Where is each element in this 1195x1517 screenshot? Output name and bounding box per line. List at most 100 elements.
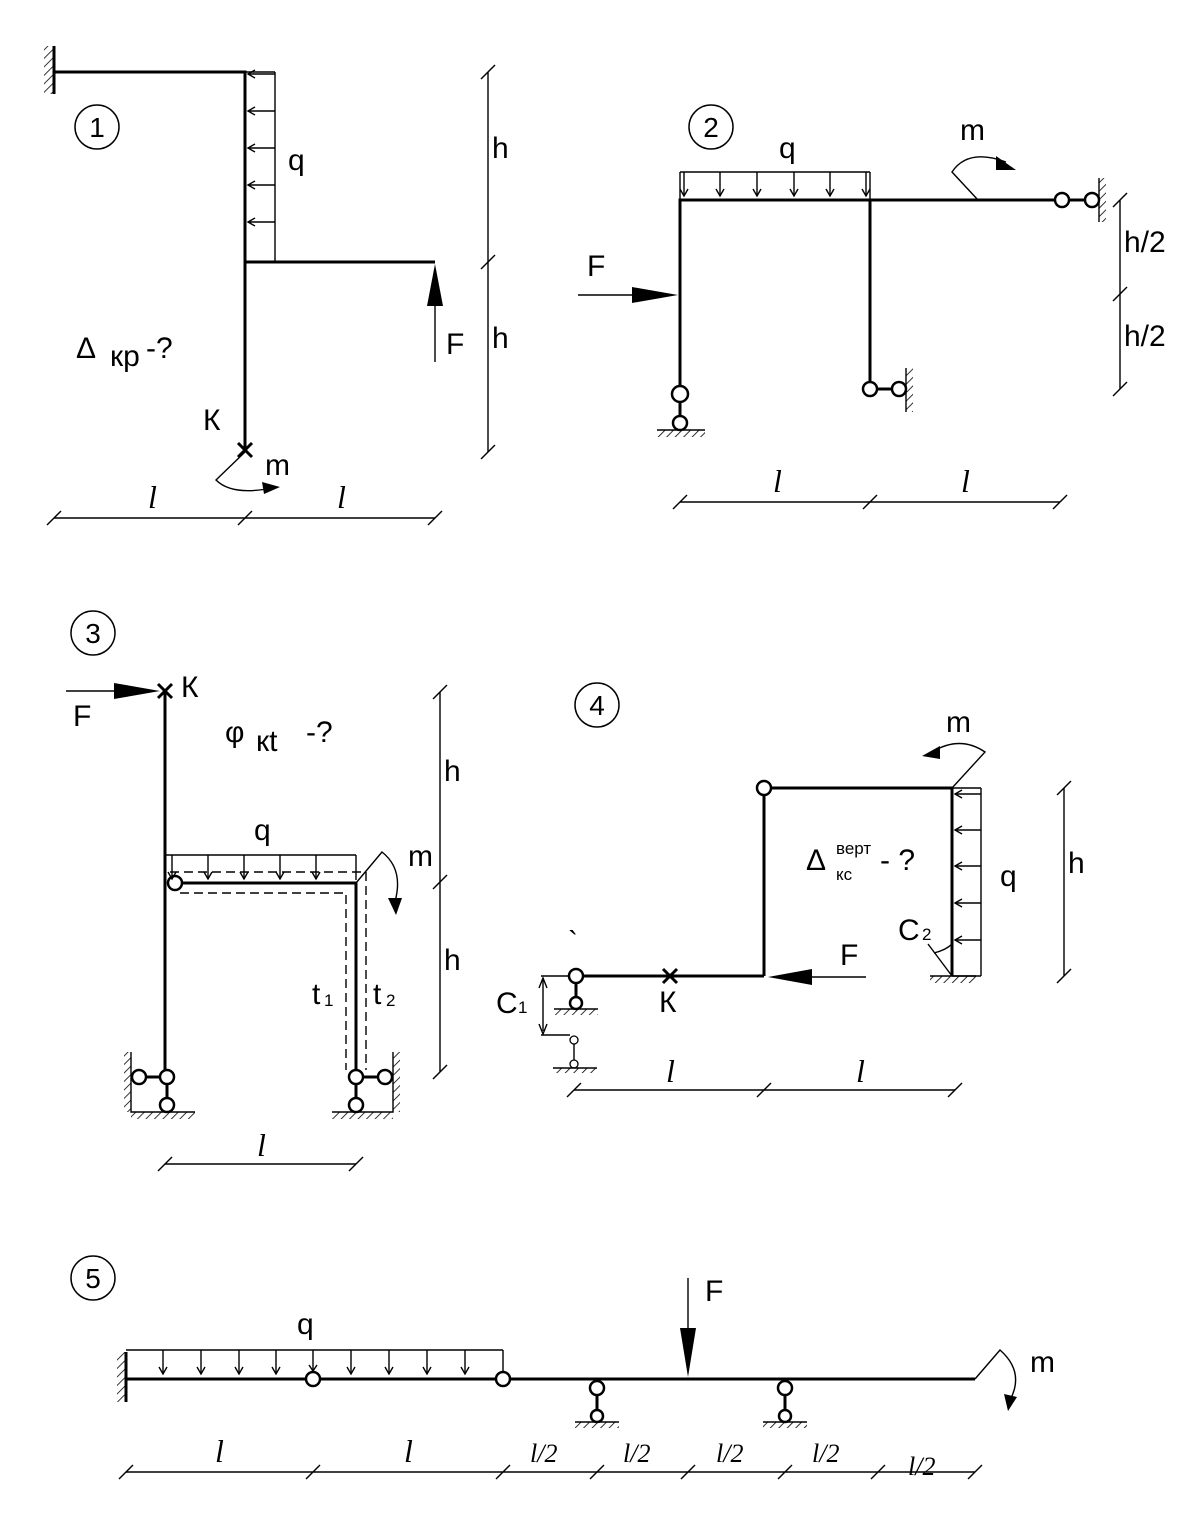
problem-2-number-badge: 2 [688, 104, 734, 150]
problem-4: 4 q m [496, 682, 1085, 1098]
problem-1-number: 1 [89, 112, 105, 143]
problem-5: 5 q [70, 1255, 1055, 1481]
displaced-support-ghost [553, 1035, 597, 1073]
pin-support-left [657, 384, 705, 437]
hinge-joint [755, 779, 773, 797]
span-5-label: l/2 [716, 1439, 743, 1468]
force-F-arrow [680, 1278, 696, 1377]
problem-3-number-badge: 3 [70, 610, 116, 656]
moment-m-arrow [951, 156, 1016, 201]
query-subscript: кt [256, 725, 278, 758]
force-F-arrow [427, 264, 443, 362]
frame-member [182, 881, 358, 1070]
pin-support-left [554, 967, 598, 1015]
support-left [124, 1052, 195, 1119]
temp-t2-subscript: 2 [386, 991, 395, 1010]
query-subscript: кр [110, 340, 140, 373]
moment-m-arrow [215, 451, 280, 494]
dim-h2-label: h [444, 944, 461, 977]
point-K-cross [236, 441, 254, 459]
point-K-label: К [659, 986, 677, 1019]
span-2-label: l [404, 1433, 413, 1469]
problem-3-number: 3 [85, 618, 101, 649]
dimension-l-horizontal [157, 1156, 364, 1172]
problem-2: 2 q F [578, 104, 1166, 510]
dim-h2-label: h [492, 322, 509, 355]
fixed-support-hatch [117, 1352, 126, 1402]
dimension-h-vertical [432, 684, 448, 1080]
dimension-spans [118, 1464, 983, 1480]
dim-h1-label: h [492, 132, 509, 165]
dim-l1-label: l [666, 1053, 675, 1089]
span-7-label: l/2 [908, 1452, 935, 1481]
temp-t1-label: t [312, 978, 321, 1011]
pin-support-1 [575, 1379, 619, 1428]
moment-m-label: m [946, 706, 971, 739]
force-F-arrow [768, 969, 866, 985]
frame-member [771, 786, 954, 976]
point-K-label: К [203, 404, 221, 437]
moment-m-arrow [974, 1349, 1017, 1411]
problem-4-number: 4 [589, 690, 605, 721]
problem-4-number-badge: 4 [574, 682, 620, 728]
fixed-support-right [927, 943, 976, 983]
moment-m-arrow [922, 742, 987, 789]
query-phi: φ [225, 716, 244, 749]
force-F-label: F [587, 250, 605, 283]
query-tail: -? [146, 332, 173, 365]
load-q-label: q [254, 814, 271, 847]
moment-m-label: m [960, 114, 985, 147]
force-F-label: F [446, 328, 464, 361]
problem-1-number-badge: 1 [74, 104, 120, 150]
roller-support-middle [861, 368, 913, 412]
query-delta: Δ [76, 332, 96, 365]
load-q-label: q [297, 1308, 314, 1341]
problem-1: 1 q F [44, 46, 509, 526]
span-4-label: l/2 [623, 1439, 650, 1468]
hinge-joint [166, 874, 184, 892]
dim-l2-label: l [961, 463, 970, 499]
roller-support-right [1053, 178, 1106, 222]
query-superscript: верт [836, 839, 871, 858]
settlement-c1-subscript: 1 [518, 998, 527, 1017]
query-subscript: кс [836, 865, 853, 884]
temperature-fibres [170, 871, 367, 1070]
stray-tick-mark: ` [568, 926, 578, 959]
dim-h2-label: h/2 [1124, 320, 1166, 353]
dimension-l-horizontal [46, 510, 443, 526]
span-1-label: l [215, 1433, 224, 1469]
problem-5-number-badge: 5 [70, 1255, 116, 1301]
span-6-label: l/2 [812, 1439, 839, 1468]
dim-h1-label: h/2 [1124, 226, 1166, 259]
dimension-l-horizontal [672, 494, 1068, 510]
pin-support-2 [763, 1379, 807, 1428]
force-F-label: F [73, 700, 91, 733]
distributed-load-q [245, 69, 276, 263]
settlement-c1-dimension [538, 975, 570, 1036]
dimension-l-horizontal [566, 1082, 963, 1098]
load-q-label: q [779, 132, 796, 165]
load-q-label: q [1000, 860, 1017, 893]
dim-l2-label: l [337, 479, 346, 515]
query-tail: -? [306, 716, 333, 749]
dimension-h-vertical [1056, 780, 1072, 984]
rotation-c2-label: C [898, 914, 920, 947]
temp-t1-subscript: 1 [324, 991, 333, 1010]
force-F-label: F [705, 1275, 723, 1308]
force-F-label: F [840, 939, 858, 972]
moment-m-label: m [408, 840, 433, 873]
load-q-label: q [288, 144, 305, 177]
point-K-cross [661, 967, 679, 985]
problem-3: 3 q F [66, 610, 461, 1172]
point-K-cross [156, 682, 174, 700]
distributed-load-q [164, 854, 357, 881]
query-delta: Δ [806, 844, 826, 877]
problem-2-number: 2 [703, 112, 719, 143]
moment-m-label: m [265, 449, 290, 482]
dimension-h-vertical [1112, 192, 1128, 397]
dim-h1-label: h [444, 755, 461, 788]
settlement-c1-label: C [496, 987, 518, 1020]
distributed-load-q [952, 787, 982, 977]
moment-m-arrow [355, 851, 402, 915]
